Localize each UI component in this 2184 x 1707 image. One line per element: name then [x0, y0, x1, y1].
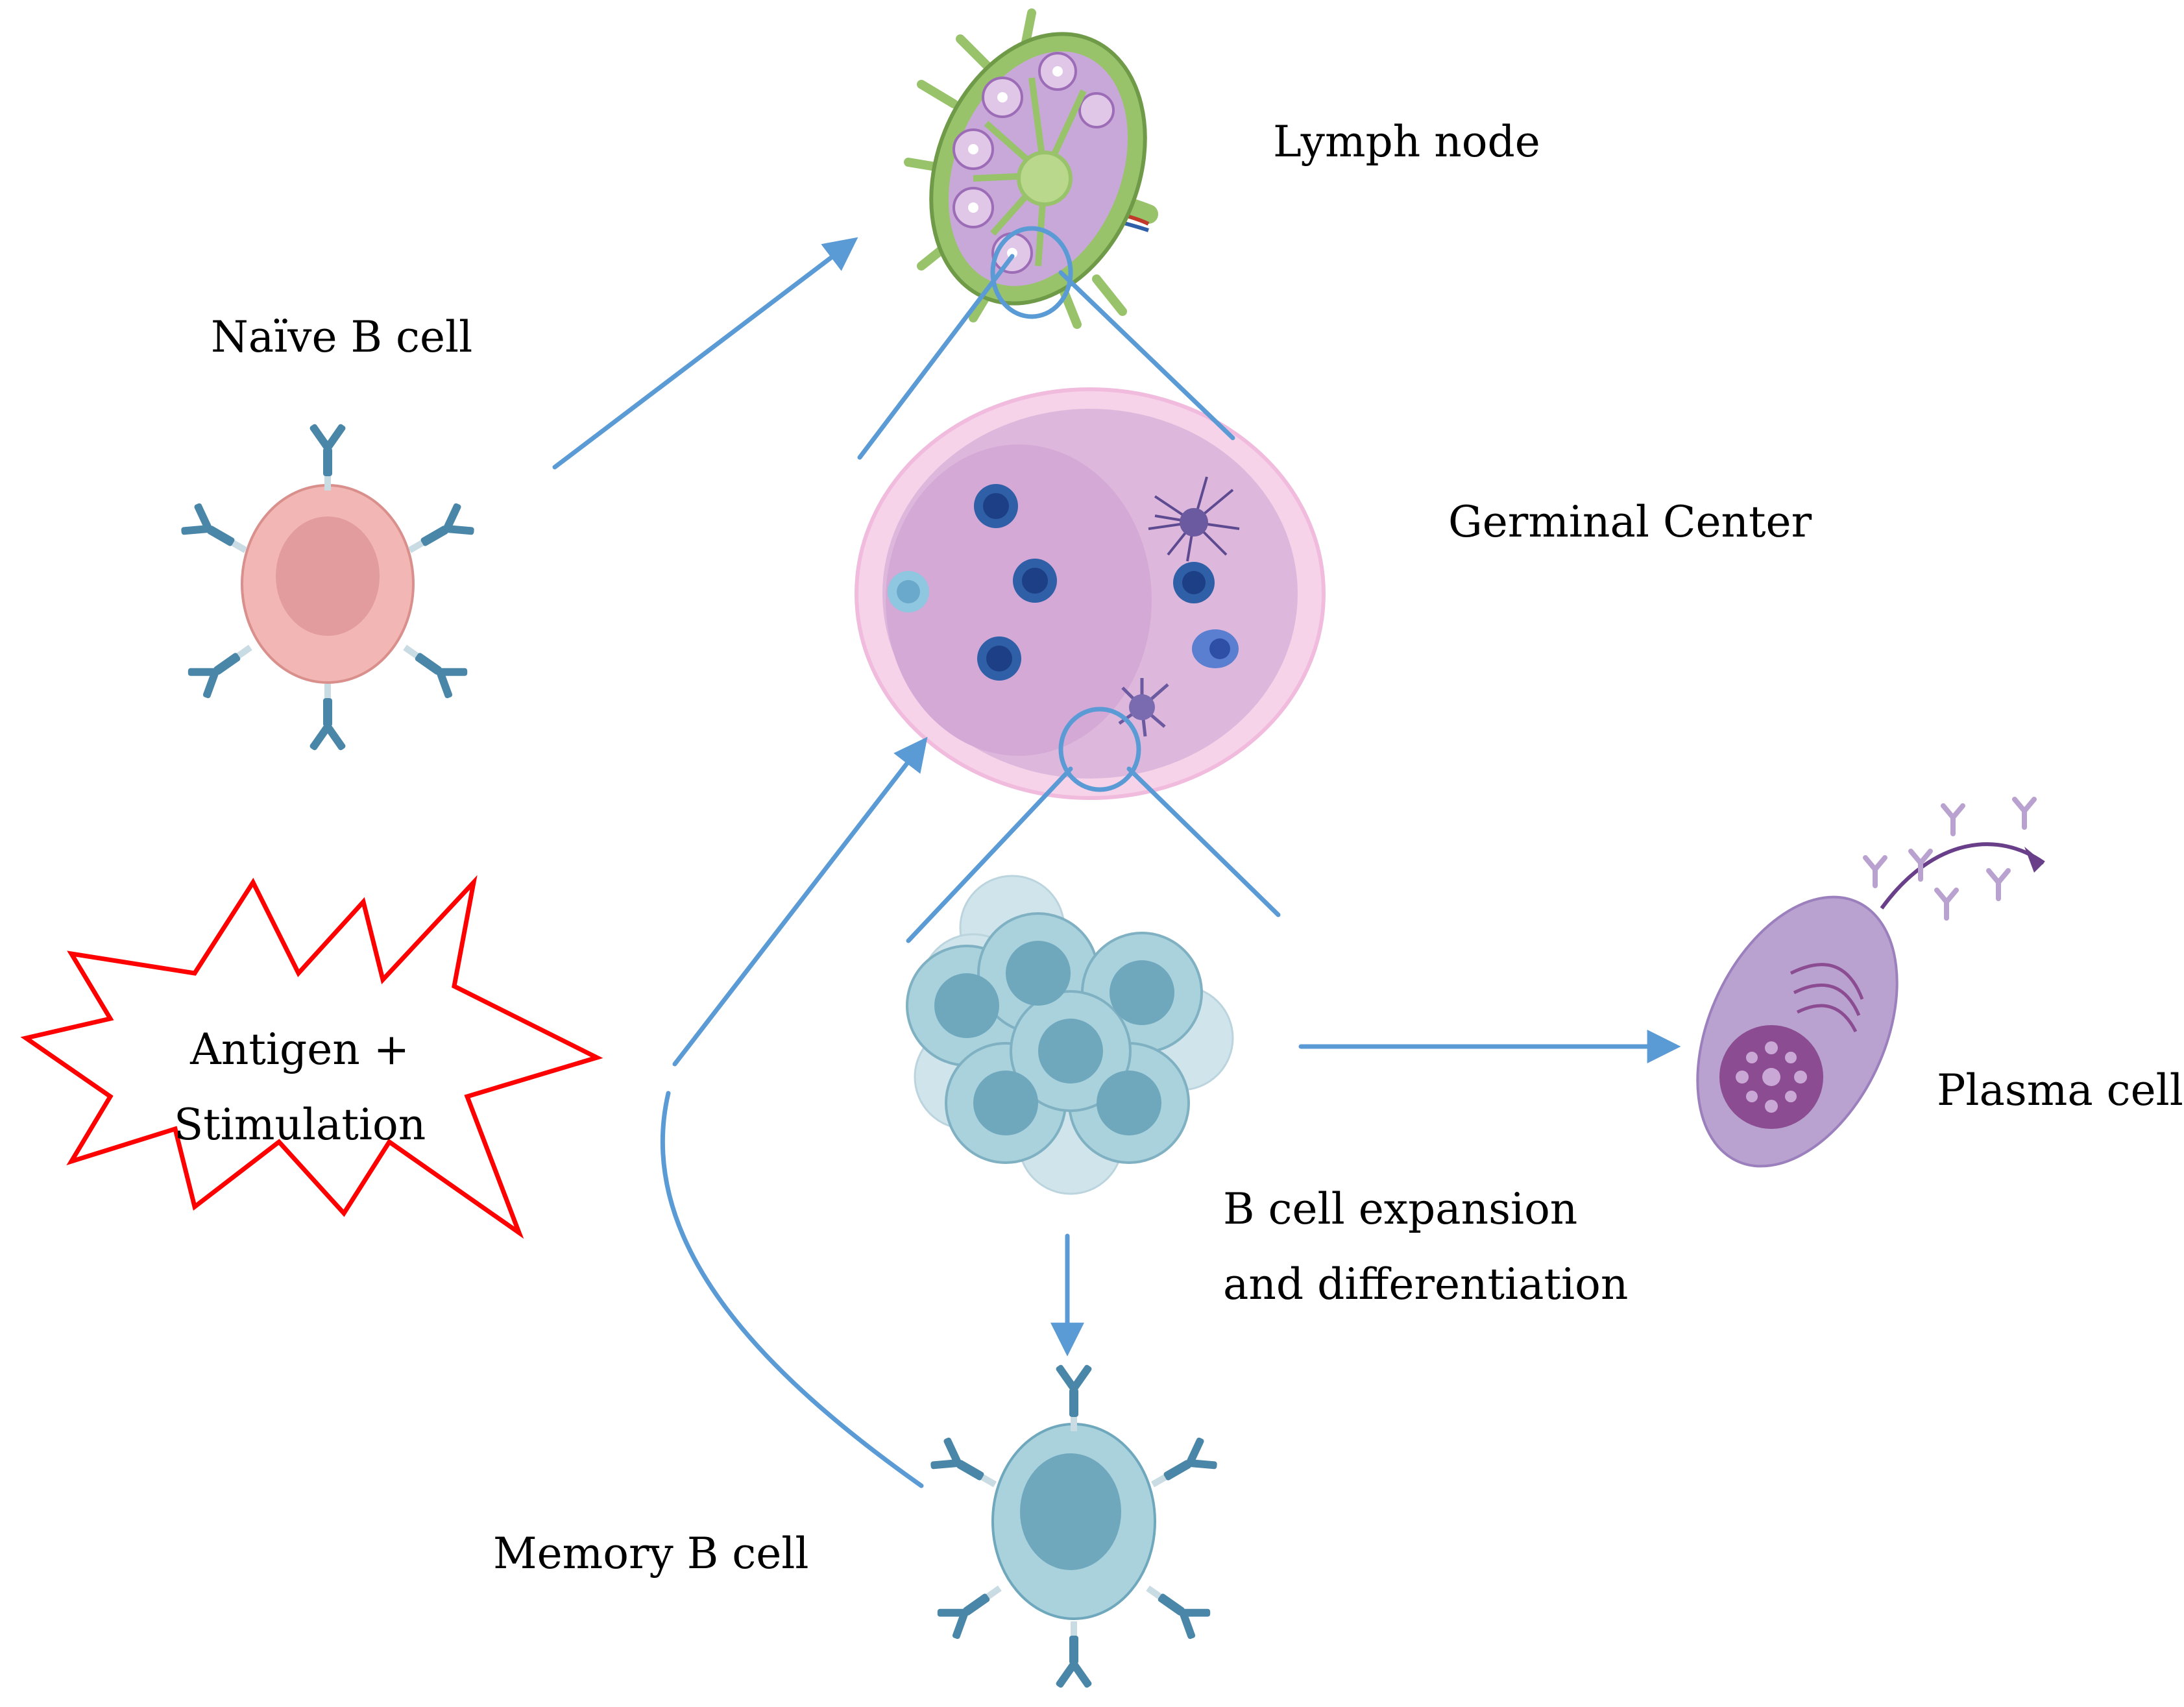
expansion-label-line1: B cell expansion	[1223, 1184, 1578, 1234]
memory-b-cell-label: Memory B cell	[493, 1529, 809, 1579]
curve-memory-to-antigen	[660, 1091, 924, 1488]
zoom-line-left-lymph	[857, 254, 1015, 460]
arrow-antigen-to-germinal	[672, 736, 928, 1067]
naive-b-cell-illustration	[178, 423, 478, 751]
zoom-line-right-lymph	[1058, 270, 1235, 441]
lymph-node-illustration	[904, 8, 1158, 329]
zoom-line-right-germinal	[1126, 766, 1281, 917]
b-cell-cluster-illustration	[906, 875, 1234, 1195]
plasma-cell-illustration	[1696, 797, 2045, 1168]
antigen-stimulation-label: Antigen + Stimulation	[174, 1012, 426, 1162]
expansion-label-line2: and differentiation	[1223, 1259, 1629, 1309]
germinal-center-label: Germinal Center	[1448, 497, 1812, 547]
germinal-center-illustration	[855, 387, 1326, 800]
memory-b-cell-illustration	[927, 1364, 1220, 1689]
lymph-node-label: Lymph node	[1273, 117, 1540, 167]
b-cell-expansion-label: B cell expansion and differentiation	[1223, 1172, 1628, 1322]
arrow-naive-to-lymph-node	[552, 237, 858, 470]
naive-b-cell-label: Naïve B cell	[211, 312, 473, 362]
zoom-line-left-germinal	[906, 766, 1073, 943]
antigen-label-line2: Stimulation	[174, 1099, 426, 1150]
plasma-cell-label: Plasma cell	[1937, 1065, 2183, 1115]
antigen-label-line1: Antigen +	[190, 1024, 410, 1074]
antigen-burst-shape	[20, 875, 603, 1239]
